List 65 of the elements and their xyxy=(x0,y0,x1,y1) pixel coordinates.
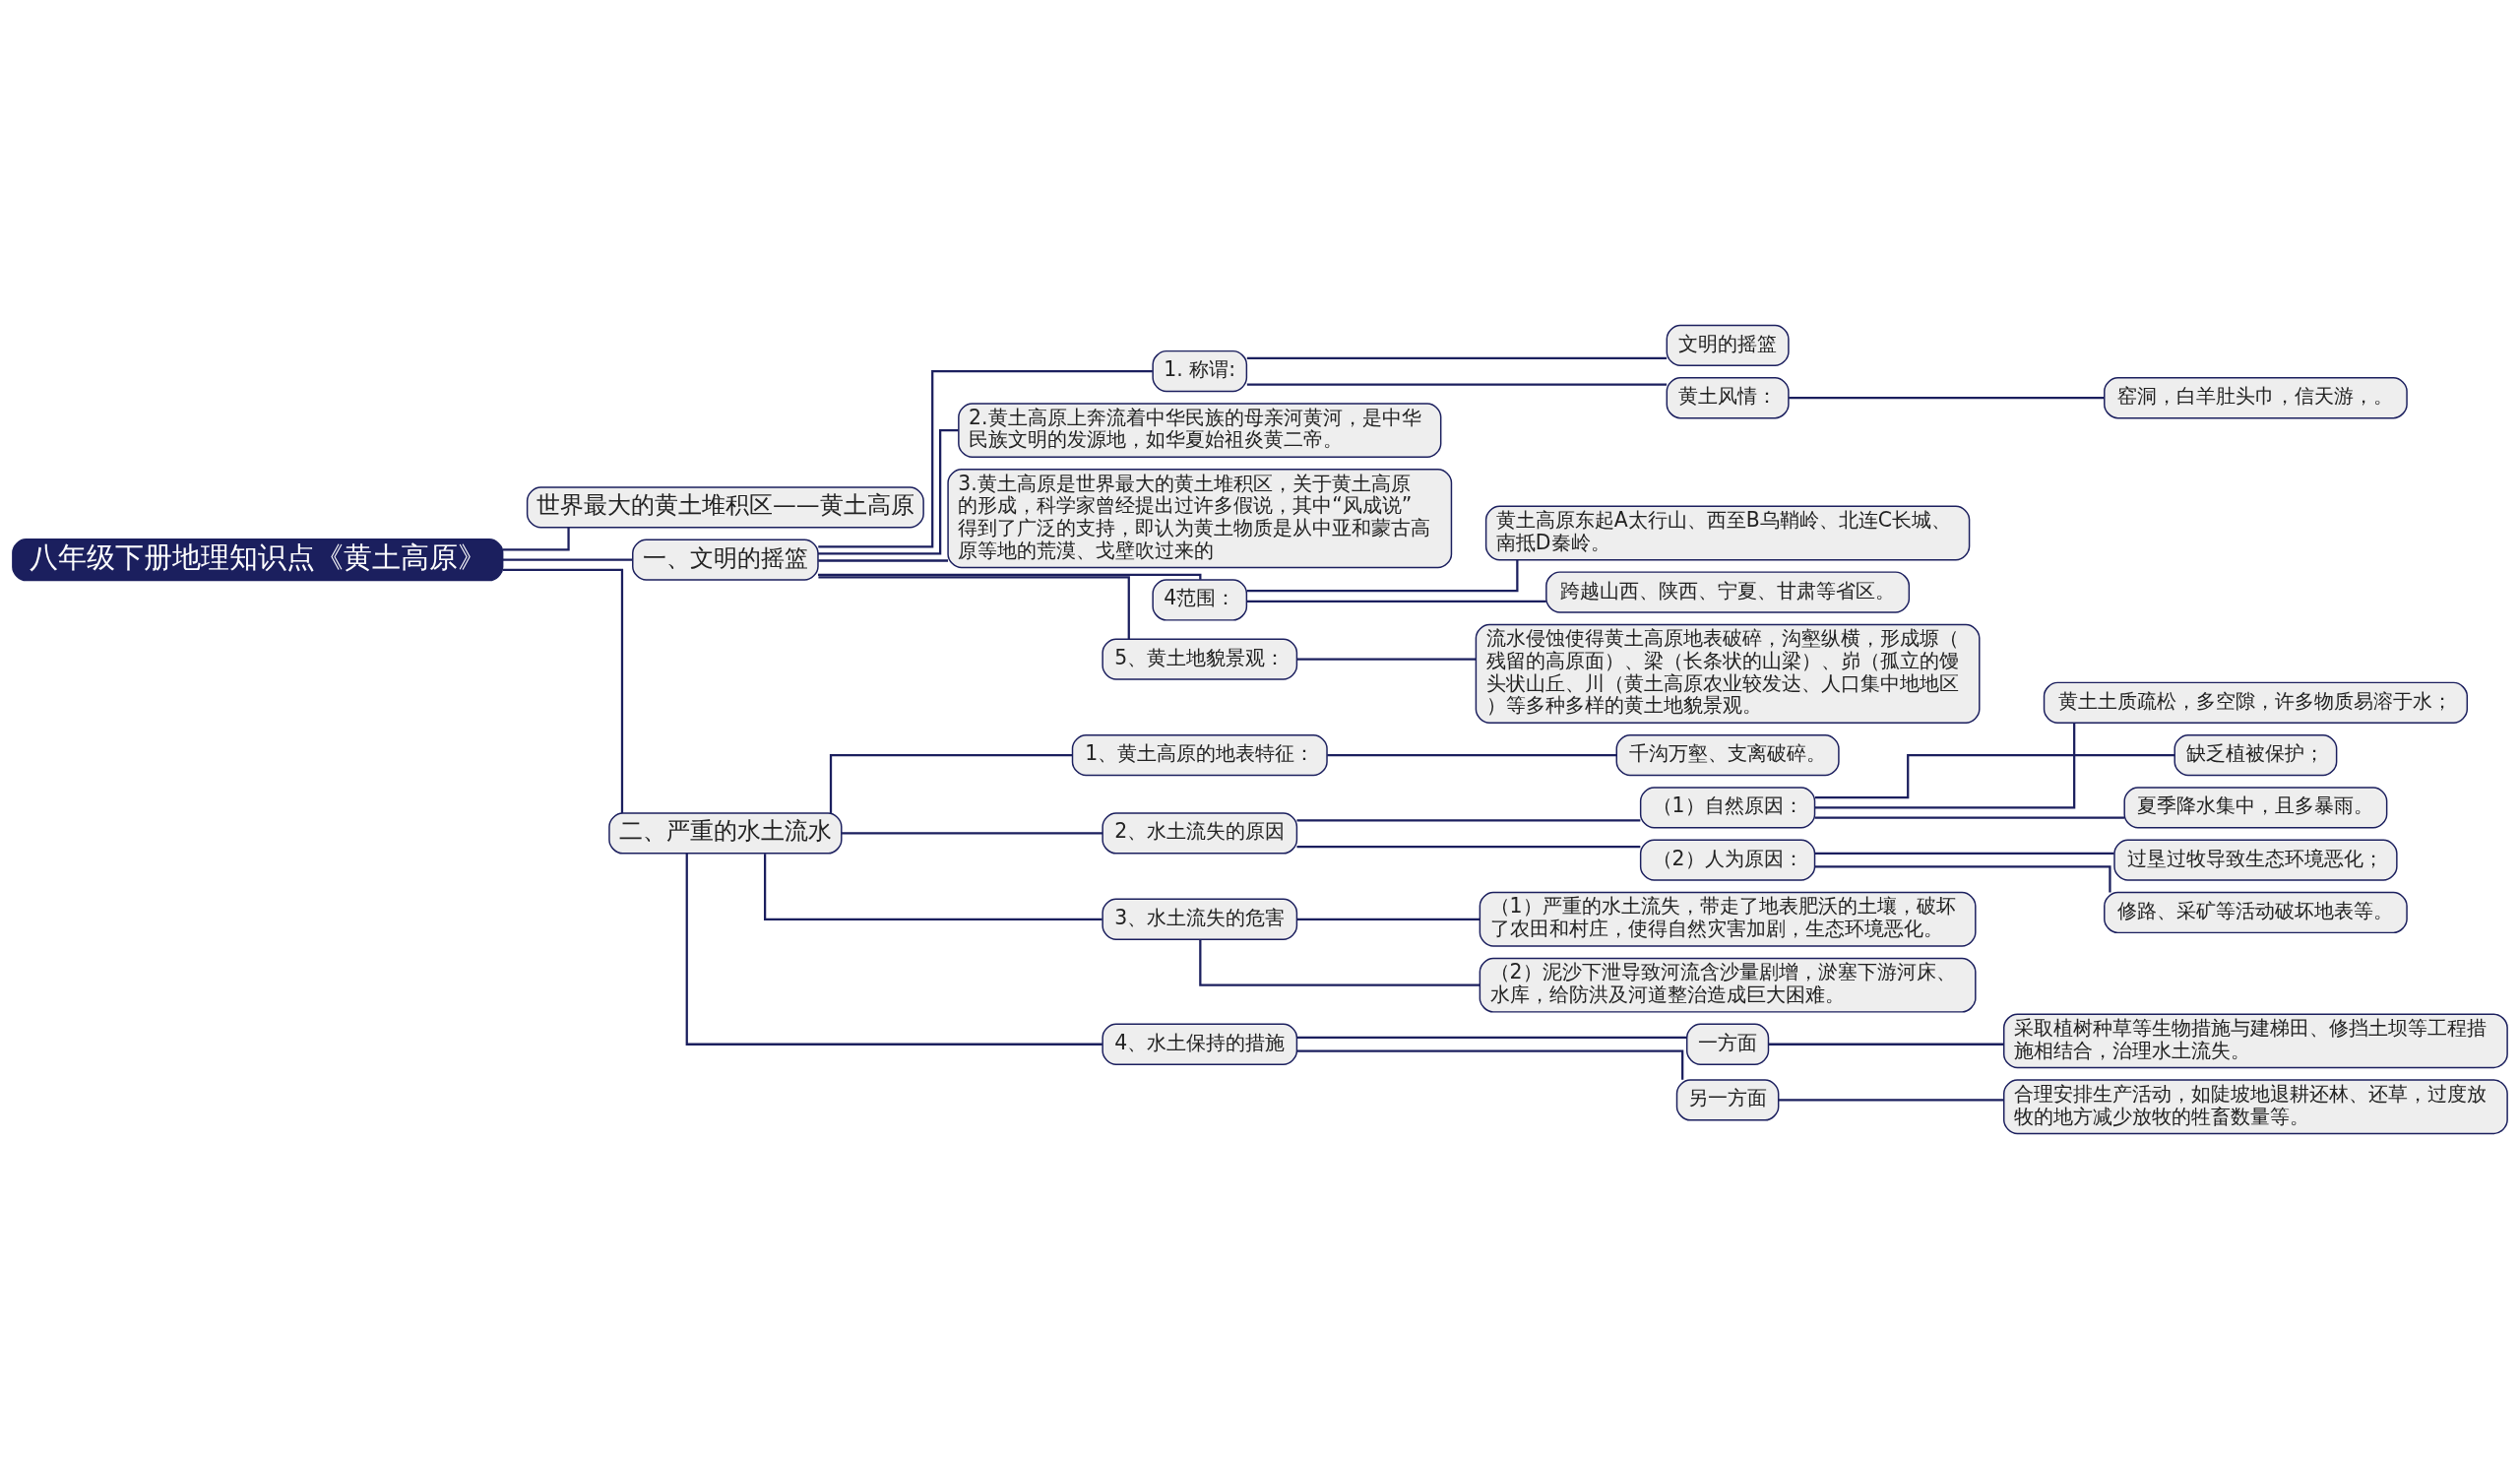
node-box: 黄土高原东起A太行山、西至B乌鞘岭、北连C长城、南抵D秦岭。 xyxy=(1484,505,1971,560)
node-box: 3.黄土高原是世界最大的黄土堆积区，关于黄土高原的形成，科学家曾经提出过许多假说，其中“风成说”得到了广泛的支持，即认为黄土物质是从中亚和蒙古高原等地的荒漠、戈壁吹过来的 xyxy=(947,468,1453,568)
node-box: 1、黄土高原的地表特征： xyxy=(1071,733,1328,776)
connector xyxy=(502,568,624,813)
node-box: 千沟万壑、支离破碎。 xyxy=(1615,733,1840,776)
connector xyxy=(503,527,570,551)
node-box: 一、文明的摇篮 xyxy=(632,539,819,581)
connector xyxy=(1246,356,1668,359)
node-box: 文明的摇篮 xyxy=(1666,324,1790,366)
node-box: 世界最大的黄土堆积区——黄土高原 xyxy=(526,485,924,528)
node-box: 缺乏植被保护； xyxy=(2174,733,2338,776)
node-box: 4、水土保持的措施 xyxy=(1102,1023,1298,1065)
node-box: （2）人为原因： xyxy=(1639,839,1816,881)
node-box: 3、水土流失的危害 xyxy=(1102,898,1298,940)
connector xyxy=(685,853,1102,1046)
connector xyxy=(818,558,949,562)
node-box: 窑洞，白羊肚头巾，信天游，。 xyxy=(2104,376,2408,418)
connector xyxy=(1296,918,1480,920)
connector xyxy=(829,753,1073,813)
connector xyxy=(1246,559,1519,592)
node-box: 黄土土质疏松，多空隙，许多物质易溶于水； xyxy=(2043,681,2469,724)
connector xyxy=(1296,818,1641,822)
connector xyxy=(818,573,1202,580)
node-box: 1. 称谓: xyxy=(1152,349,1248,392)
connector xyxy=(1779,1098,2004,1102)
node-box: 流水侵蚀使得黄土高原地表破碎，沟壑纵横，形成塬（残留的高原面）、梁（长条状的山梁）、峁（孤立的馒头状山丘、川（黄土高原农业较发达、人口集中地地区）等多种多样的黄土地貌景观。 xyxy=(1475,623,1981,724)
connector xyxy=(1814,864,2111,892)
connector xyxy=(818,428,959,555)
connector xyxy=(502,558,633,561)
node-box: 修路、采矿等活动破坏地表等。 xyxy=(2104,891,2408,933)
node-box: 2、水土流失的原因 xyxy=(1102,811,1298,855)
connector xyxy=(1246,383,1668,386)
node-box: 二、严重的水土流水 xyxy=(608,811,843,855)
connector xyxy=(1296,657,1477,661)
node-box: （2）泥沙下泄导致河流含沙量剧增，淤塞下游河床、水库，给防洪及河道整治造成巨大困难。 xyxy=(1479,957,1977,1013)
connector xyxy=(1814,852,2114,855)
connector xyxy=(818,575,1130,639)
node-box: 跨越山西、陕西、宁夏、甘肃等省区。 xyxy=(1545,570,1911,613)
connector xyxy=(1296,845,1641,848)
connector xyxy=(1814,815,2124,819)
node-box: 另一方面 xyxy=(1675,1078,1780,1121)
node-box: 夏季降水集中，且多暴雨。 xyxy=(2123,786,2388,828)
connector xyxy=(1814,722,2076,808)
node-box: 八年级下册地理知识点《黄土高原》 xyxy=(12,538,504,581)
node-box: 4范围： xyxy=(1152,578,1248,621)
node-box: 采取植树种草等生物措施与建梯田、修挡土坝等工程措施相结合，治理水土流失。 xyxy=(2003,1012,2508,1068)
connector xyxy=(1768,1043,2004,1046)
connector xyxy=(818,369,1153,547)
connector xyxy=(764,853,1102,920)
node-box: 2.黄土高原上奔流着中华民族的母亲河黄河，是中华民族文明的发源地，如华夏始祖炎黄二帝。 xyxy=(958,402,1442,458)
node-box: 合理安排生产活动，如陡坡地退耕还林、还草，过度放牧的地方减少放牧的牲畜数量等。 xyxy=(2003,1078,2508,1134)
connector xyxy=(1296,1036,1687,1039)
node-box: 黄土风情： xyxy=(1666,376,1790,418)
node-box: 过垦过牧导致生态环境恶化； xyxy=(2113,839,2398,881)
connector xyxy=(1327,753,1617,756)
connector xyxy=(842,831,1103,835)
node-box: 一方面 xyxy=(1685,1023,1770,1065)
node-box: （1）自然原因： xyxy=(1639,786,1816,828)
connector xyxy=(1814,753,2175,798)
node-box: 5、黄土地貌景观： xyxy=(1102,637,1298,680)
connector xyxy=(1296,1048,1684,1080)
connector xyxy=(1246,600,1546,602)
node-box: （1）严重的水土流失，带走了地表肥沃的土壤，破坏了农田和村庄，使得自然灾害加剧，生态环境恶化。 xyxy=(1479,891,1977,947)
connector xyxy=(1199,938,1480,986)
connector xyxy=(1789,396,2105,399)
